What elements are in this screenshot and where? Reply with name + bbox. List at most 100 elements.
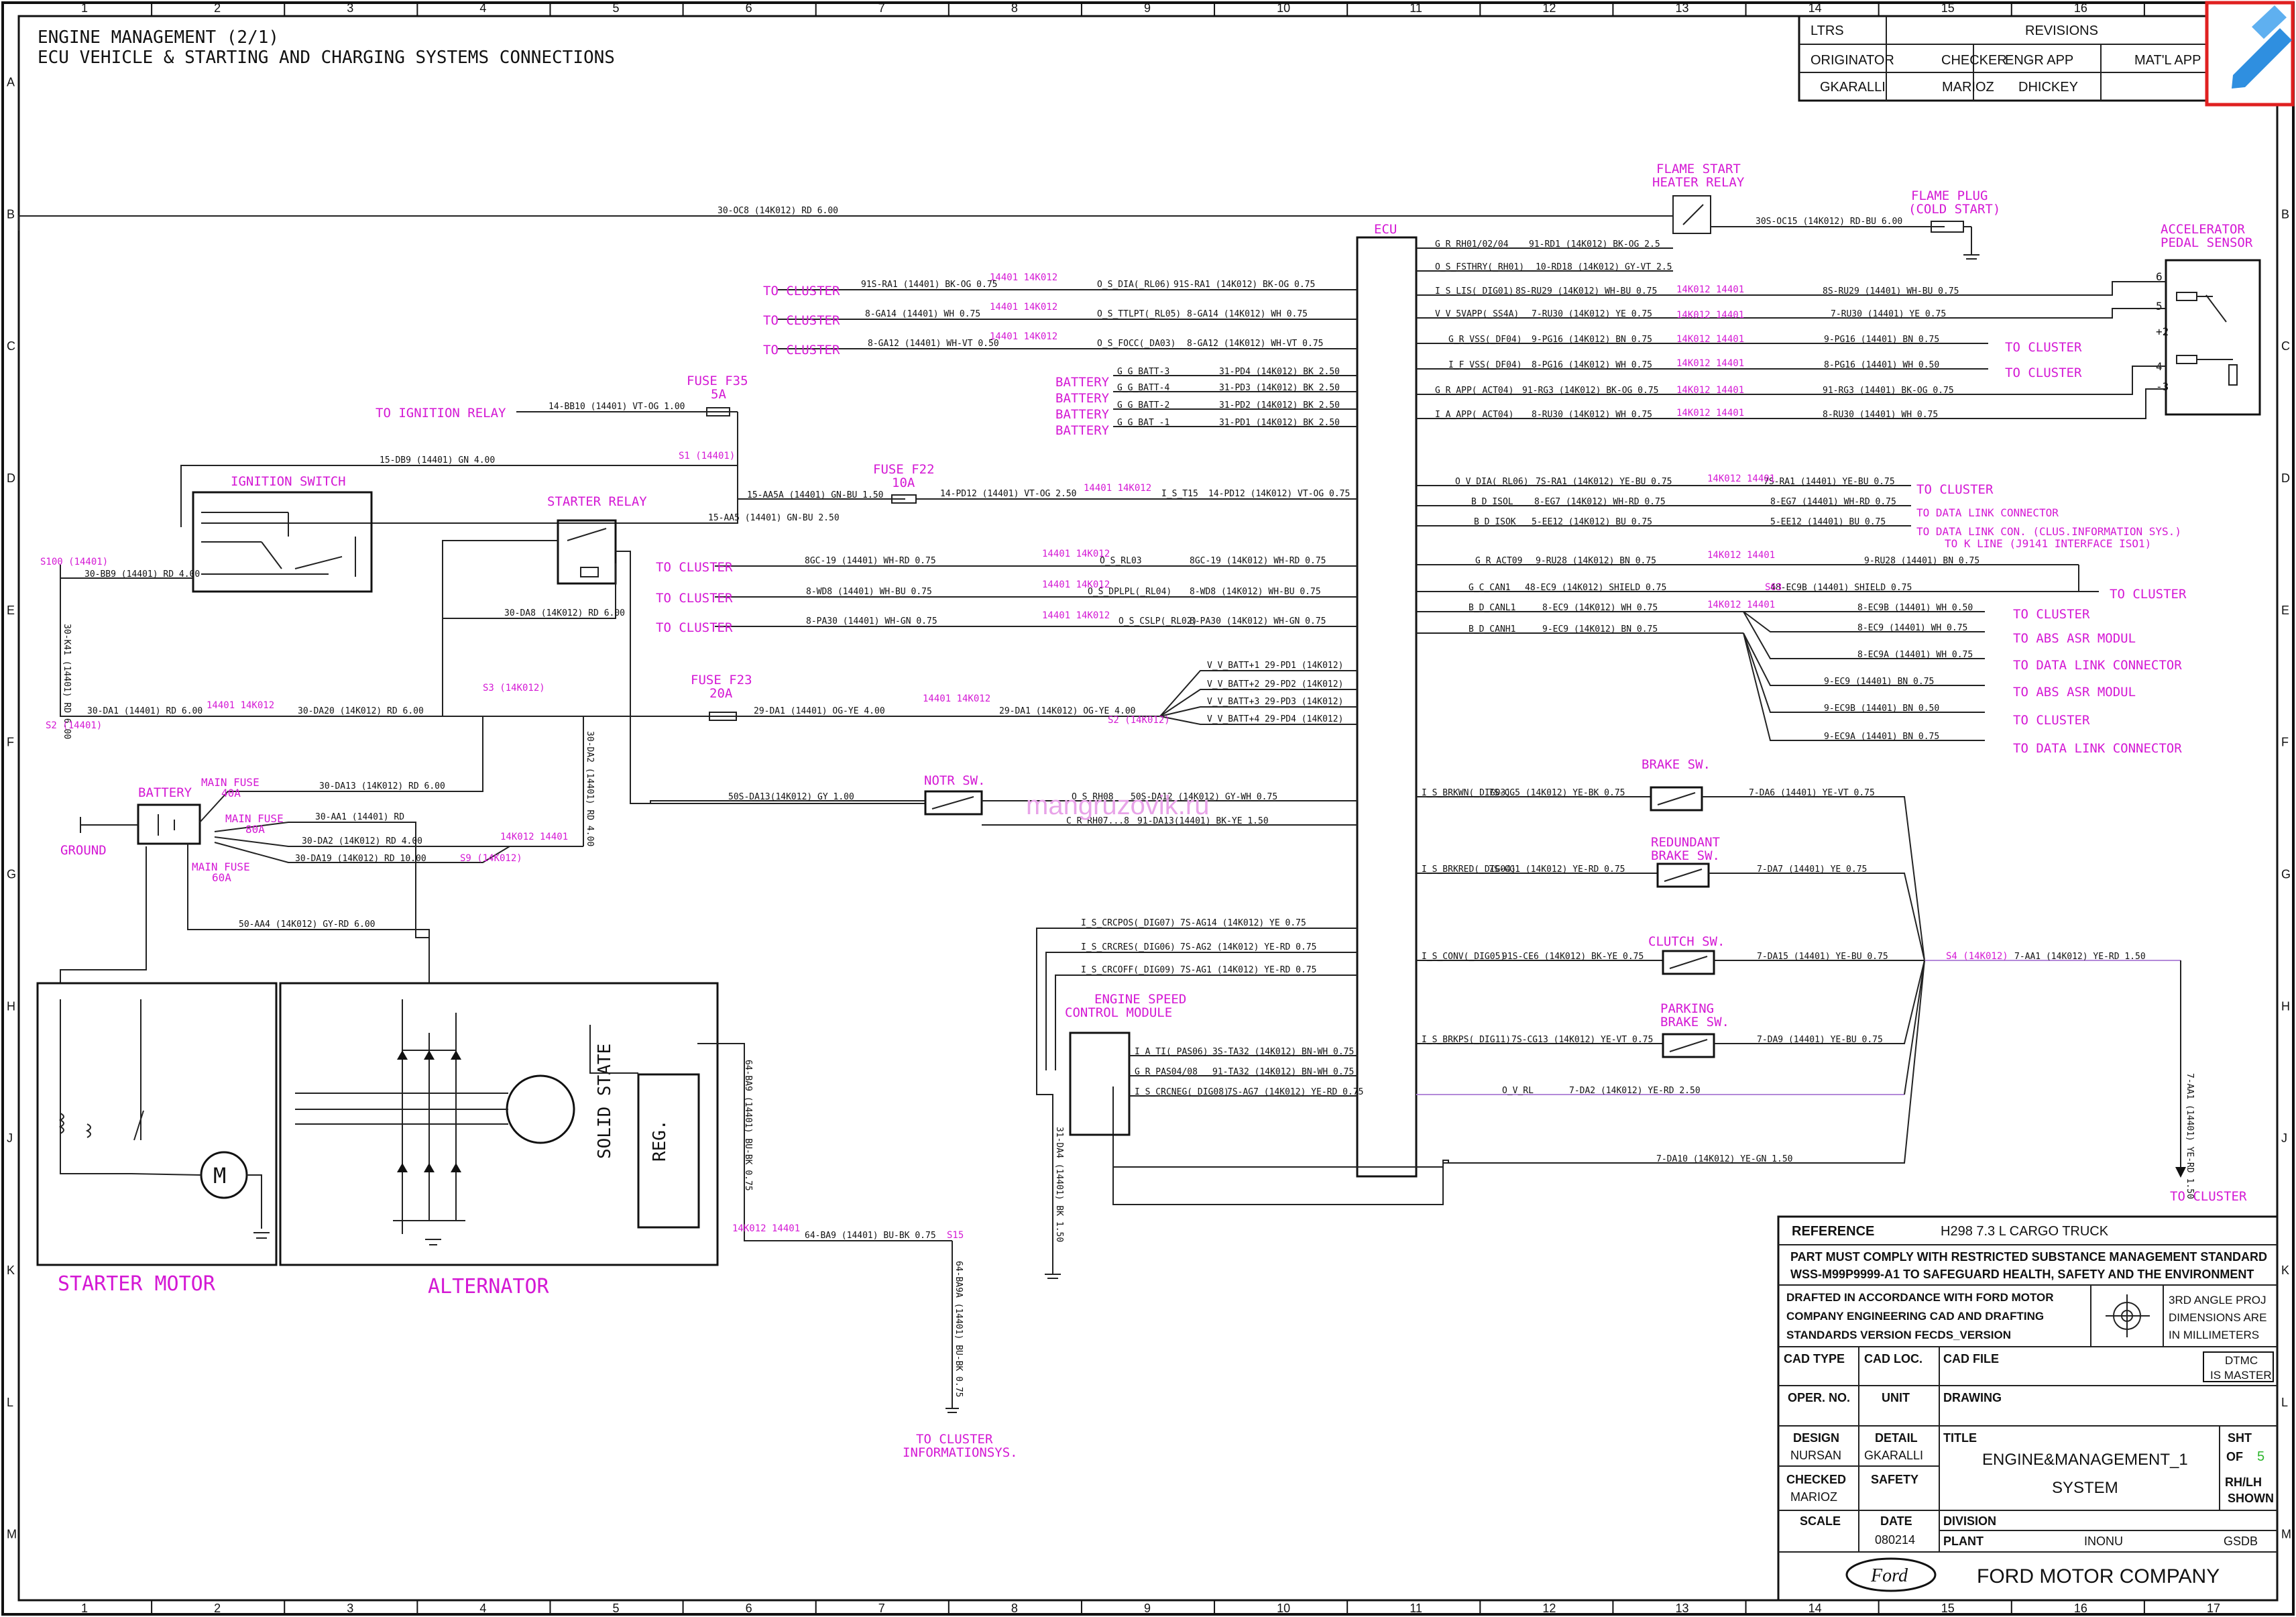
tb-title-val-1: ENGINE&MANAGEMENT_1 <box>1982 1451 2188 1469</box>
wire-da8: 30-DA8 (14K012) RD 6.00 <box>504 608 625 618</box>
pencil-edit-icon[interactable] <box>2232 5 2292 89</box>
wire-pas06: I_A_TI(_PAS06) <box>1135 1047 1208 1057</box>
tb-design: DESIGN <box>1793 1431 1839 1445</box>
flame-relay-label-1: FLAME START <box>1656 162 1741 176</box>
wire-rh01: G_R_RH01/02/04 <box>1435 239 1509 249</box>
wire-brkps: I_S_BRKPS(_DIG11) <box>1422 1035 1511 1045</box>
rev-header-engr: ENGR APP <box>2005 53 2073 68</box>
grid-row-label: K <box>2281 1264 2289 1277</box>
grid-row-label: L <box>2281 1396 2288 1409</box>
starter-relay-label: STARTER RELAY <box>547 494 647 509</box>
wire-cg5: 7S-CG5 (14K012) YE-BK 0.75 <box>1489 788 1625 798</box>
grid-col-label: 12 <box>1542 1 1556 15</box>
starter-motor-box <box>36 982 278 1266</box>
dest-cluster-r3: TO CLUSTER <box>1916 482 1994 497</box>
wire-ru30c: 8-RU30 (14K012) WH 0.75 <box>1532 410 1652 420</box>
battery-lbl-2: BATTERY <box>1055 391 1110 406</box>
flame-relay-label-2: HEATER RELAY <box>1652 175 1745 190</box>
grid-row-label: E <box>2281 604 2289 617</box>
wire-pd4: 31-PD4 (14K012) BK 2.50 <box>1219 367 1340 377</box>
wire-rg3b: 91-RG3 (14401) BK-OG 0.75 <box>1823 386 1954 396</box>
grid-col-label: 5 <box>613 1602 620 1615</box>
conn-tag-3: 14401 14K012 <box>990 331 1057 342</box>
grid-col-label: 1 <box>81 1602 88 1615</box>
dest-dlc-1: TO DATA LINK CONNECTOR <box>1916 506 2059 519</box>
wire-pd12a: 14-PD12 (14401) VT-OG 2.50 <box>940 489 1077 499</box>
wire-ta32b: 91-TA32 (14K012) BN-WH 0.75 <box>1212 1067 1354 1077</box>
grid-col-label: 14 <box>1809 1602 1822 1615</box>
rev-ltrs: LTRS <box>1811 23 1844 38</box>
wire-gbatt2: G_G_BATT-2 <box>1117 400 1169 410</box>
wire-ec9c: 9-EC9 (14K012) BN 0.75 <box>1542 624 1658 634</box>
main-fuse-40-1: MAIN FUSE <box>201 776 260 789</box>
dest-cluster-l4: TO CLUSTER <box>656 560 733 575</box>
wire-da20: 30-DA20 (14K012) RD 6.00 <box>298 706 424 716</box>
main-fuse-40-2: 40A <box>221 787 241 799</box>
dest-dlc-2: TO DATA LINK CONNECTOR <box>2013 658 2182 673</box>
tb-title-val-2: SYSTEM <box>2052 1479 2118 1497</box>
tb-unit: UNIT <box>1882 1391 1910 1404</box>
tb-comply-1: PART MUST COMPLY WITH RESTRICTED SUBSTAN… <box>1790 1250 2267 1264</box>
svg-text:5: 5 <box>2156 300 2163 313</box>
engine-speed-module-box <box>1069 1031 1131 1136</box>
wire-ru30b: 7-RU30 (14401) YE 0.75 <box>1831 309 1946 319</box>
tb-dtmc: DTMC <box>2225 1354 2258 1367</box>
wire-pg16a: 9-PG16 (14K012) BN 0.75 <box>1532 335 1652 345</box>
grid-row-label: A <box>7 75 15 89</box>
wire-ec9b2: 48-EC9B (14401) SHIELD 0.75 <box>1770 583 1912 593</box>
wire-ga14-cl: 8-GA14 (14401) WH 0.75 <box>865 309 980 319</box>
battery-lbl-1: BATTERY <box>1055 375 1110 390</box>
brake-sw-label: BRAKE SW. <box>1642 757 1711 772</box>
dest-ignition-relay: TO IGNITION RELAY <box>376 406 506 421</box>
notr-sw-label: NOTR SW. <box>924 773 986 788</box>
conn-tag-5: 14401 14K012 <box>1042 549 1110 559</box>
rev-header-matl: MAT'L APP <box>2134 53 2201 68</box>
fuse-f35-label-2: 5A <box>711 387 726 402</box>
wire-da10: 7-DA10 (14K012) YE-GN 1.50 <box>1656 1154 1793 1164</box>
conn-tag-4: 14401 14K012 <box>1084 483 1151 494</box>
wire-db9: 15-DB9 (14401) GN 4.00 <box>380 455 495 465</box>
wire-batt-p1: V_V_BATT+1 <box>1207 661 1259 671</box>
grid-col-label: 10 <box>1277 1602 1290 1615</box>
tb-division: DIVISION <box>1943 1514 1996 1528</box>
wire-bb9: 30-BB9 (14401) RD 4.00 <box>84 569 200 579</box>
ssr-label-1: SOLID STATE <box>595 1044 615 1159</box>
wire-aa5a: 15-AA5A (14401) GN-BU 1.50 <box>747 490 884 500</box>
wire-rd18: 10-RD18 (14K012) GY-VT 2.5 <box>1536 262 1672 272</box>
grid-col-label: 7 <box>878 1602 885 1615</box>
conn-tag-10: 14K012 14401 <box>500 832 568 842</box>
grid-row-label: G <box>2281 867 2291 881</box>
grid-row-label: M <box>7 1528 17 1541</box>
wire-aa1: 30-AA1 (14401) RD <box>315 812 404 822</box>
splice-s1: S1 (14401) <box>679 451 735 461</box>
tb-safety: SAFETY <box>1871 1473 1918 1486</box>
dest-cluster-r7: TO CLUSTER <box>2170 1189 2247 1204</box>
grid-col-label: 4 <box>479 1602 486 1615</box>
tb-checked-val: MARIOZ <box>1790 1490 1837 1504</box>
tb-drafted-3: STANDARDS VERSION FECDS_VERSION <box>1786 1329 2011 1341</box>
fuse-f23-label-1: FUSE F23 <box>691 673 752 687</box>
rev-originator: GKARALLI <box>1820 80 1886 95</box>
wire-pd4b: 29-PD4 (14K012) <box>1265 714 1343 724</box>
wire-ec9d: 8-EC9B (14401) WH 0.50 <box>1857 603 1973 613</box>
main-fuse-60-2: 60A <box>212 871 231 884</box>
battery-label: BATTERY <box>138 785 192 800</box>
wire-da4: 31-DA4 (14401) BK 1.50 <box>1054 1127 1064 1242</box>
wire-oc8: 30-OC8 (14K012) RD 6.00 <box>718 206 838 216</box>
grid-col-label: 12 <box>1542 1602 1556 1615</box>
tb-plant: PLANT <box>1943 1535 1984 1548</box>
grid-row-label: B <box>2281 207 2289 221</box>
wire-ce6: 91S-CE6 (14K012) BK-YE 0.75 <box>1502 952 1644 962</box>
wire-crcres: I_S_CRCRES(_DIG06) <box>1081 942 1175 952</box>
wire-pa30b: 8-PA30 (14K012) WH-GN 0.75 <box>1190 616 1326 626</box>
rev-header-checker: CHECKER <box>1941 53 2007 68</box>
ecu-box <box>1356 236 1418 1178</box>
wire-ra1c: 7S-RA1 (14401) YE-BU 0.75 <box>1764 477 1895 487</box>
tb-detail: DETAIL <box>1875 1431 1918 1445</box>
starter-relay-box <box>557 519 617 585</box>
wire-cg13: 7S-CG13 (14K012) YE-VT 0.75 <box>1511 1035 1653 1045</box>
esm-label-1: ENGINE SPEED <box>1094 992 1186 1007</box>
wire-ru29b: 8S-RU29 (14401) WH-BU 0.75 <box>1823 286 1959 296</box>
grid-col-label: 13 <box>1675 1602 1688 1615</box>
conn-tag-14: 14K012 14401 <box>1676 334 1744 345</box>
